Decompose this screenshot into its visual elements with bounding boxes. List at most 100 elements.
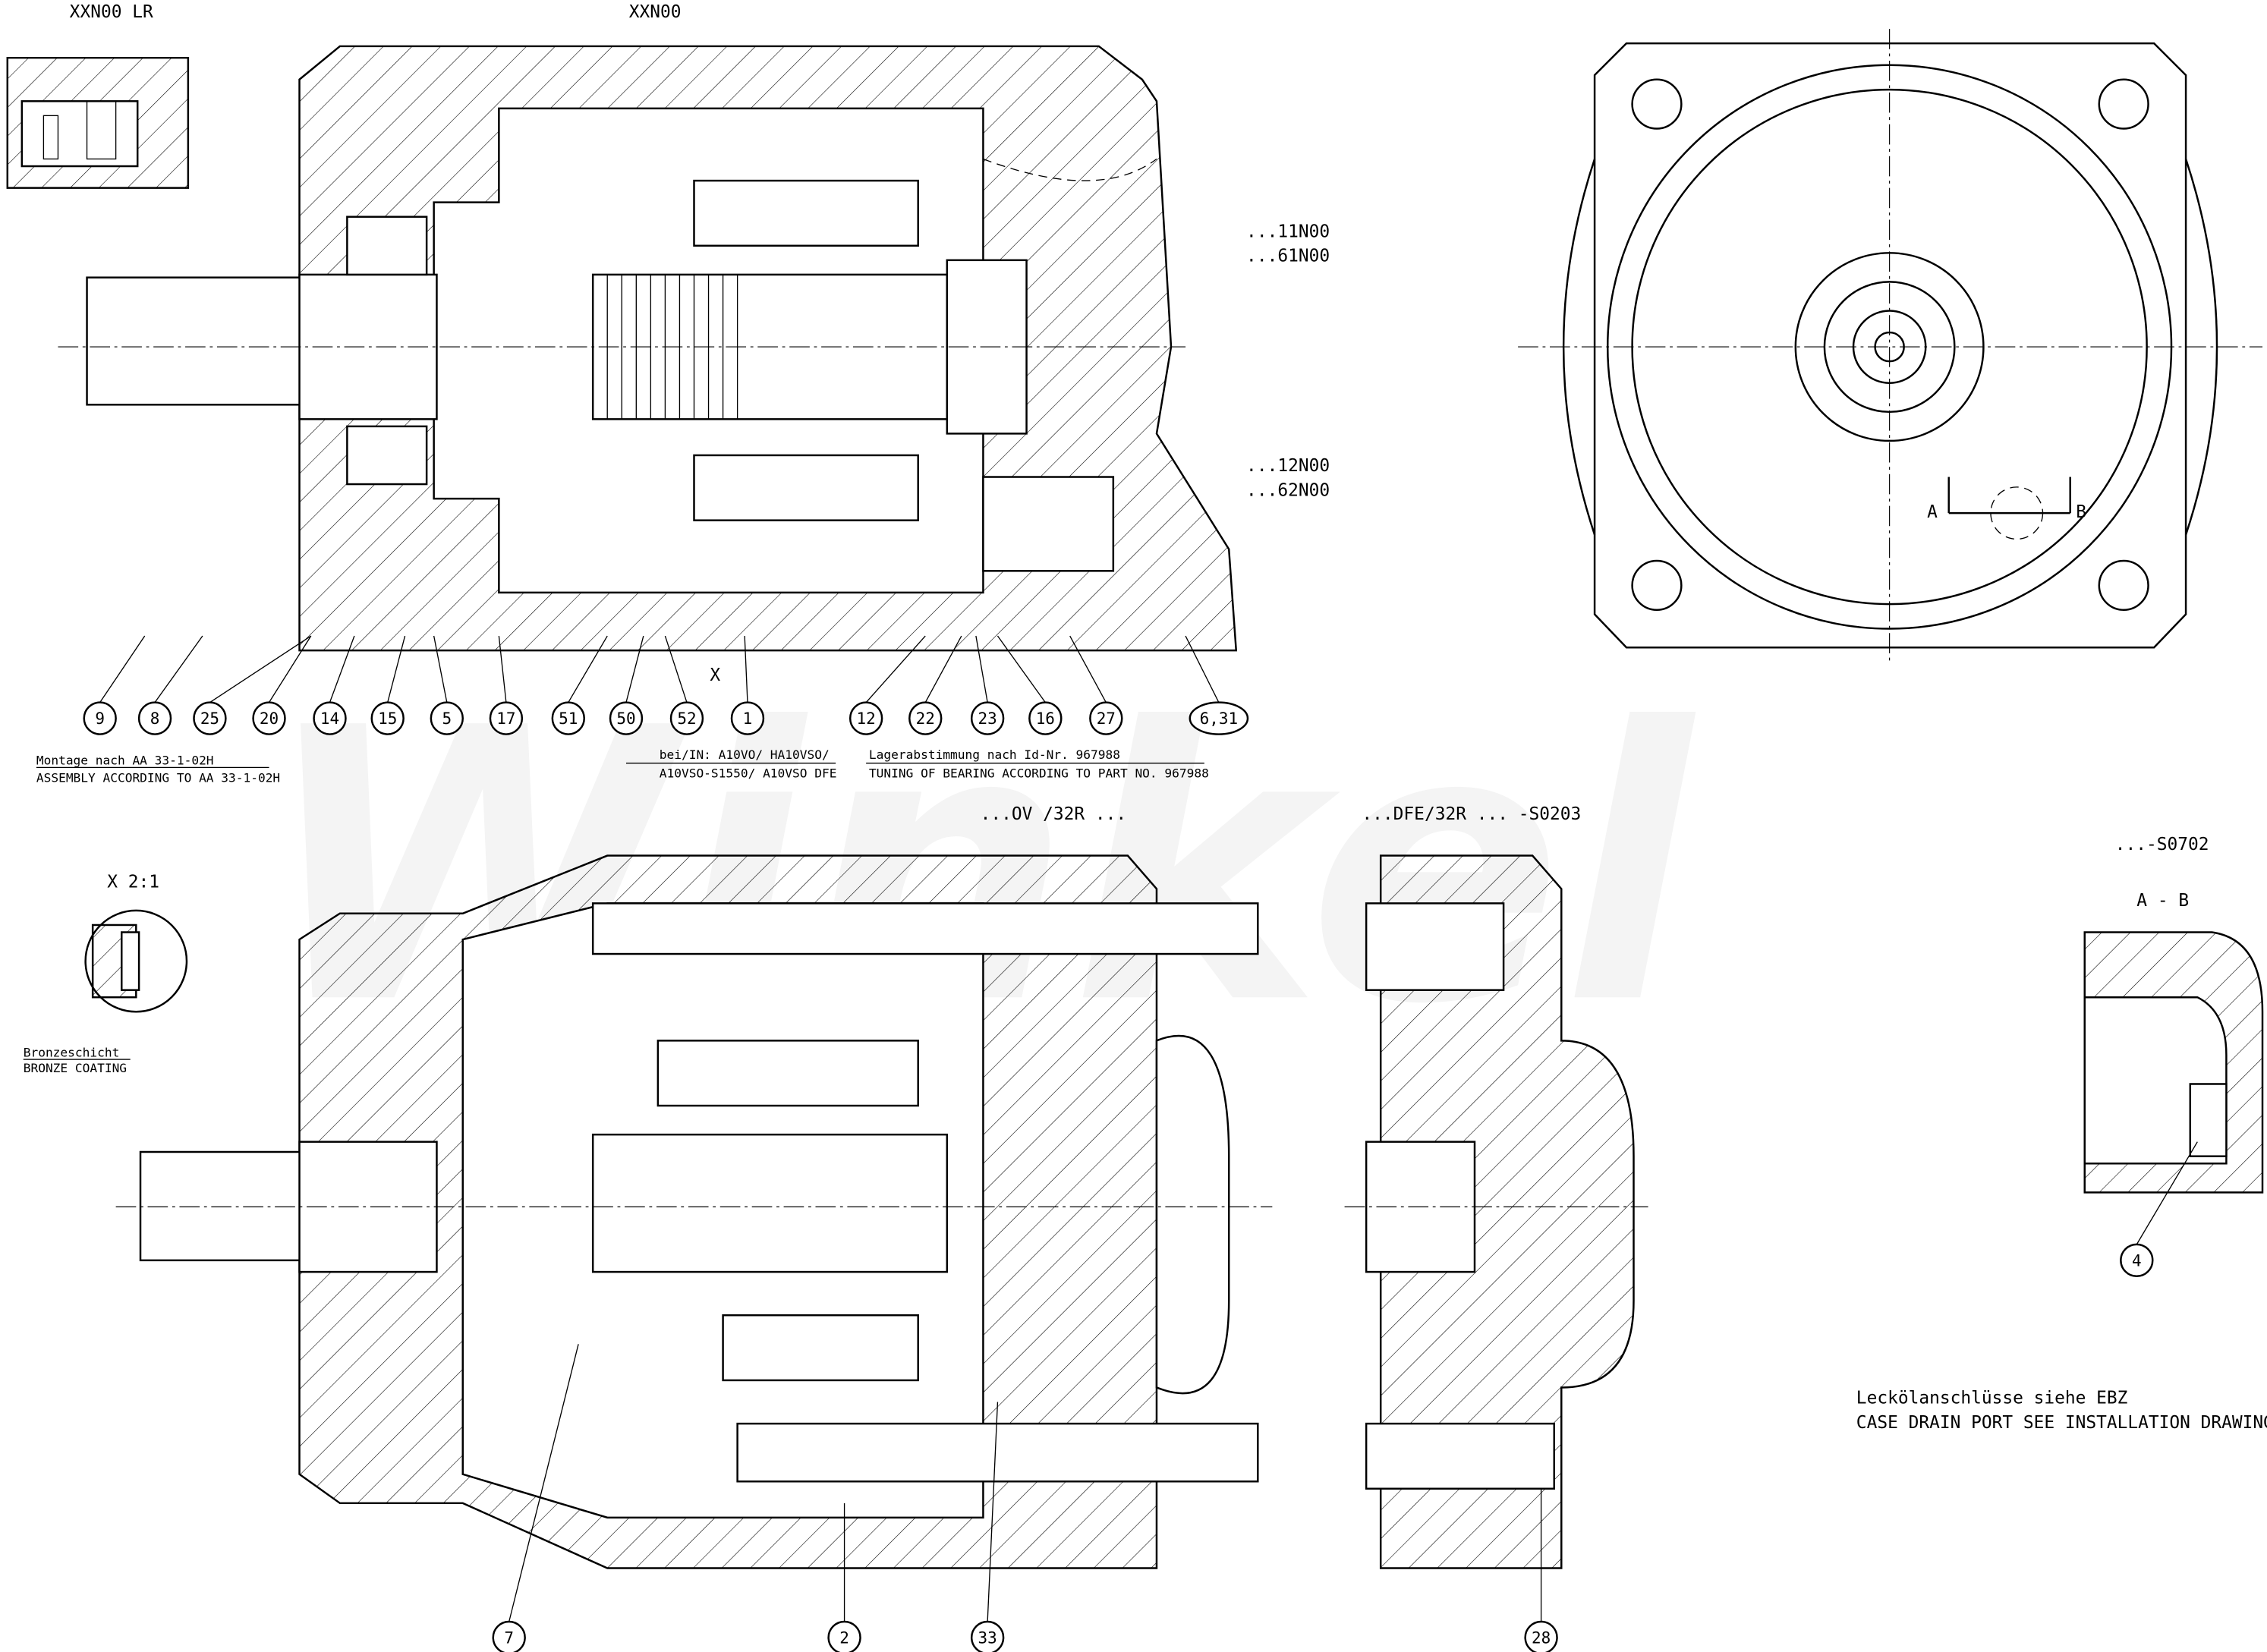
leader-line xyxy=(329,635,355,703)
leader-line xyxy=(509,1344,579,1622)
leader-line xyxy=(268,635,312,703)
item-number: 50 xyxy=(616,710,635,728)
item-number: 16 xyxy=(1036,710,1055,728)
item-balloon xyxy=(609,701,644,735)
item-number: 5 xyxy=(442,710,452,728)
leader-line xyxy=(664,635,688,703)
item-balloon xyxy=(313,701,347,735)
note-bronze-en: BRONZE COATING xyxy=(24,1061,127,1075)
item-number: 6,31 xyxy=(1200,710,1238,728)
detail-lr-view xyxy=(6,56,190,189)
view-label-dfe: ...DFE/32R ... -S0203 xyxy=(1362,804,1581,824)
item-balloon xyxy=(849,701,883,735)
leader-line xyxy=(987,1402,999,1622)
item-number: 15 xyxy=(378,710,397,728)
item-balloon xyxy=(908,701,943,735)
item-number: 7 xyxy=(504,1629,514,1647)
leader-line xyxy=(387,635,406,703)
item-balloon xyxy=(489,701,524,735)
view-label-s0702: ...-S0702 xyxy=(2115,835,2209,854)
note-bearing-de: Lagerabstimmung nach Id-Nr. 967988 xyxy=(869,747,1120,762)
section-ab-label: A - B xyxy=(2136,891,2189,911)
detail-x-label: X 2:1 xyxy=(107,872,159,892)
view-label-ov: ...OV /32R ... xyxy=(981,804,1127,824)
item-balloon xyxy=(252,701,286,735)
leader-line xyxy=(2136,1141,2198,1245)
leader-line xyxy=(1069,635,1107,703)
item-balloon xyxy=(1028,701,1063,735)
item-number: 20 xyxy=(260,710,279,728)
item-number: 22 xyxy=(916,710,935,728)
item-number: 17 xyxy=(496,710,515,728)
leader-line xyxy=(568,635,608,703)
item-balloon xyxy=(137,701,172,735)
leader-line xyxy=(209,635,312,703)
item-number: 2 xyxy=(839,1629,849,1647)
item-balloon xyxy=(1189,701,1249,735)
item-balloons: 9 8 25 20 14 15 5 17 51 50 52 1 12 22 23 16 27 6,31 7 2 33 28… xyxy=(83,635,2198,1652)
section-ab-view xyxy=(2083,931,2264,1194)
item-balloon xyxy=(492,1620,526,1652)
item-balloon xyxy=(551,701,585,735)
leader-line xyxy=(154,635,203,703)
leader-line xyxy=(997,635,1046,703)
item-number: 14 xyxy=(320,710,339,728)
bottom-section-view xyxy=(115,854,1273,1569)
note-bronze-de: Bronzeschicht xyxy=(24,1045,120,1059)
leader-line xyxy=(744,636,748,703)
item-number: 27 xyxy=(1097,710,1116,728)
variant-61n00: ...61N00 xyxy=(1246,247,1330,266)
note-applies-de: bei/IN: A10VO/ HA10VSO/ xyxy=(660,747,830,762)
item-balloon xyxy=(2120,1243,2154,1278)
note-drain-de: Leckölanschlüsse siehe EBZ xyxy=(1856,1388,2128,1408)
item-balloon xyxy=(370,701,405,735)
item-number: 33 xyxy=(978,1629,997,1647)
item-balloon xyxy=(193,701,227,735)
note-assembly-en: ASSEMBLY ACCORDING TO AA 33-1-02H xyxy=(36,770,280,785)
leader-line xyxy=(99,635,146,703)
item-balloon xyxy=(1524,1620,1558,1652)
item-balloon xyxy=(970,701,1005,735)
leader-line xyxy=(975,635,988,703)
leader-line xyxy=(625,635,644,703)
note-assembly-de: Montage nach AA 33-1-02H xyxy=(36,754,214,768)
variant-62n00: ...62N00 xyxy=(1246,480,1330,500)
view-label-lr: XXN00 LR xyxy=(70,2,153,22)
item-balloon xyxy=(970,1620,1005,1652)
item-number: 52 xyxy=(677,710,696,728)
item-number: 28 xyxy=(1532,1629,1551,1647)
item-balloon xyxy=(430,701,464,735)
item-number: 1 xyxy=(743,710,753,728)
item-number: 8 xyxy=(150,710,160,728)
item-balloon xyxy=(669,701,704,735)
item-balloon xyxy=(827,1620,861,1652)
item-balloon xyxy=(730,701,765,735)
dfe-section-view xyxy=(1344,854,1648,1569)
variant-12n00: ...12N00 xyxy=(1246,456,1330,476)
item-number: 12 xyxy=(857,710,876,728)
note-bearing-en: TUNING OF BEARING ACCORDING TO PART NO. … xyxy=(869,766,1209,781)
detail-x-view xyxy=(84,909,188,1013)
section-marker-a: A xyxy=(1927,502,1938,522)
note-applies-en: A10VSO-S1550/ A10VSO DFE xyxy=(660,766,837,781)
note-drain-en: CASE DRAIN PORT SEE INSTALLATION DRAWING xyxy=(1856,1413,2267,1433)
view-label-main: XXN00 xyxy=(629,2,682,22)
front-view xyxy=(1518,29,2263,666)
section-marker-b: B xyxy=(2076,502,2086,522)
leader-line xyxy=(865,635,926,703)
item-number: 9 xyxy=(95,710,105,728)
variant-11n00: ...11N00 xyxy=(1246,222,1330,241)
leader-line xyxy=(924,635,962,703)
item-balloon xyxy=(83,701,117,735)
item-number: 4 xyxy=(2132,1251,2142,1270)
leader-line xyxy=(1185,635,1220,703)
detail-x-marker: X xyxy=(710,666,720,685)
item-balloon xyxy=(1089,701,1123,735)
leader-line xyxy=(498,635,507,703)
item-number: 51 xyxy=(559,710,578,728)
leader-line xyxy=(433,635,448,703)
item-number: 23 xyxy=(978,710,997,728)
item-number: 25 xyxy=(200,710,219,728)
